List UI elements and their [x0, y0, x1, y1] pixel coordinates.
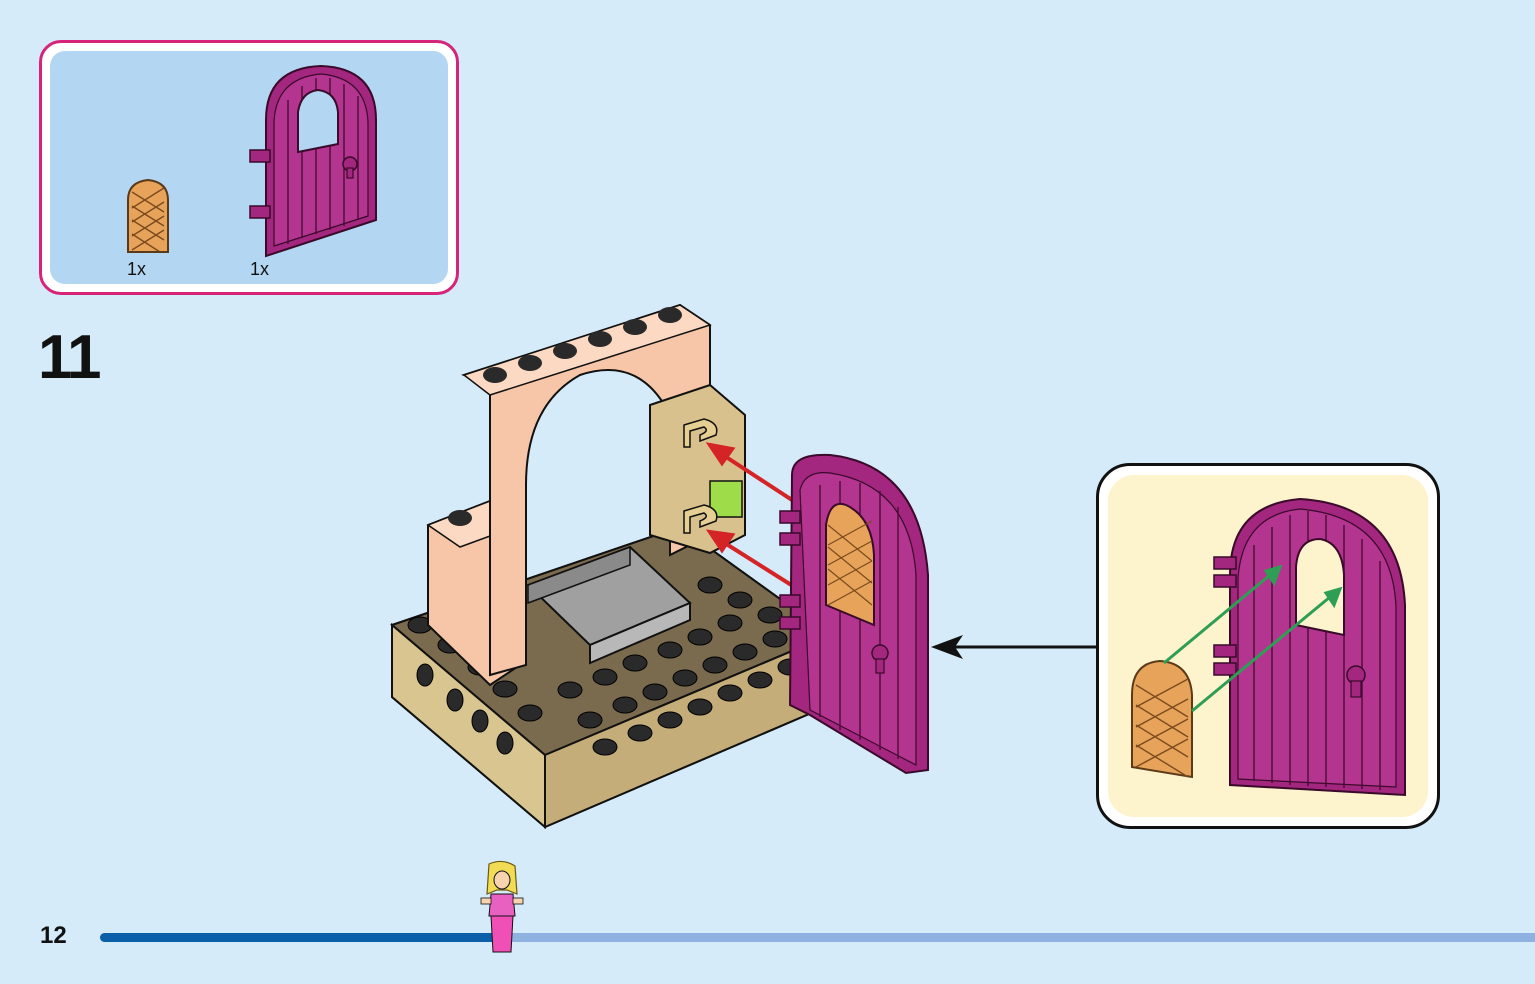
page-number: 12 [40, 922, 67, 949]
parts-list-box [39, 40, 459, 295]
callout-arrow [931, 635, 1097, 659]
step-number: 11 [38, 323, 102, 392]
assembly-illustration [390, 303, 929, 830]
window-part-image [127, 178, 169, 253]
parts-list-background [50, 51, 448, 284]
sub-assembly-illustration [1131, 497, 1406, 797]
progress-bar-fill [100, 933, 502, 942]
door-part-image [249, 64, 377, 258]
progress-bar [100, 933, 1535, 942]
window-part-quantity: 1x [127, 259, 147, 279]
princess-figure-marker [480, 860, 524, 953]
door-part-quantity: 1x [250, 259, 270, 279]
